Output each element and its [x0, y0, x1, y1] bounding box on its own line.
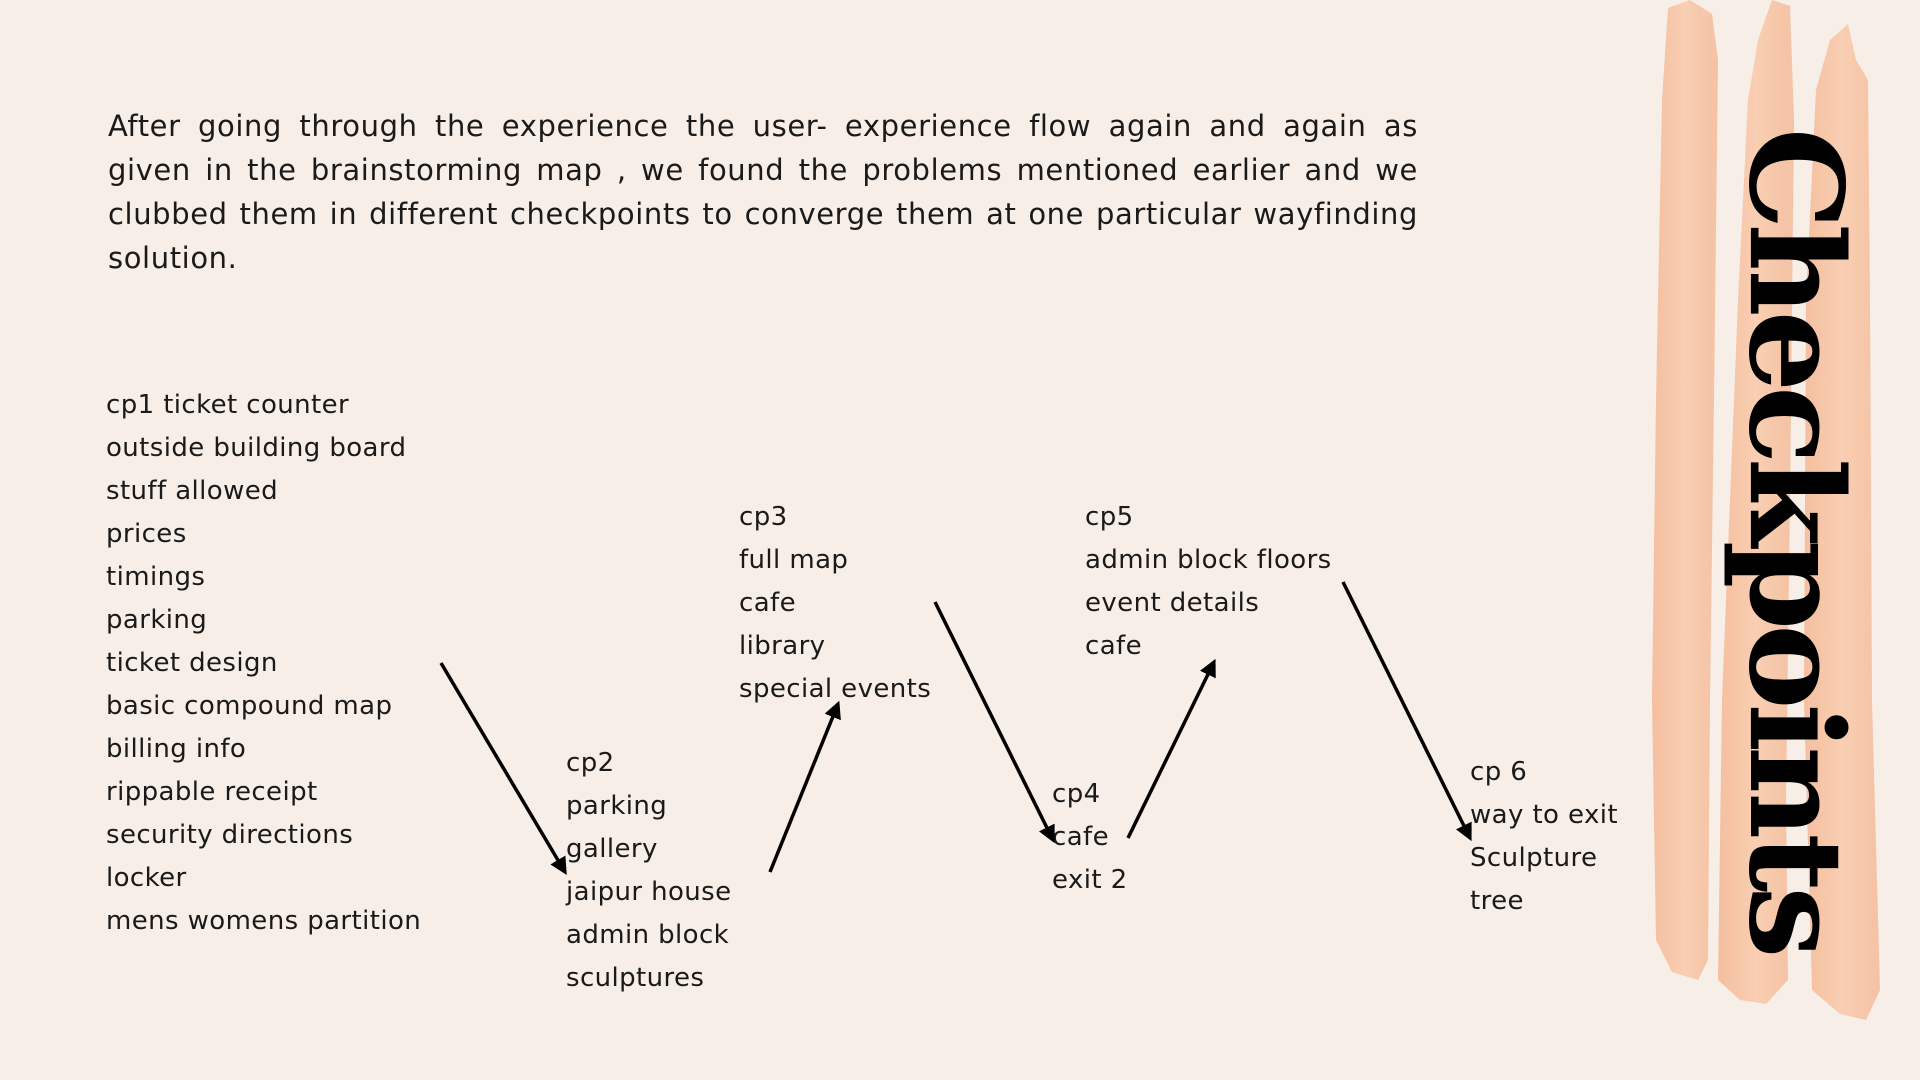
- list-item: way to exit: [1470, 800, 1618, 830]
- list-item: ticket design: [106, 648, 278, 678]
- list-item: parking: [566, 791, 668, 821]
- list-item: special events: [739, 674, 932, 704]
- list-item: library: [739, 631, 826, 661]
- page-title: Checkpoints: [1720, 127, 1870, 953]
- intro-paragraph: After going through the experience the u…: [108, 109, 1418, 275]
- checkpoint-cp3-list: cp3 full map cafe library special events: [739, 496, 931, 711]
- list-item: sculptures: [566, 963, 705, 993]
- list-item: locker: [106, 863, 187, 893]
- checkpoint-cp5-list: cp5 admin block floors event details caf…: [1085, 496, 1332, 668]
- list-item: jaipur house: [566, 877, 732, 907]
- list-item: cp3: [739, 502, 788, 532]
- list-item: cp 6: [1470, 757, 1528, 787]
- list-item: cp5: [1085, 502, 1134, 532]
- list-item: outside building board: [106, 433, 407, 463]
- list-item: mens womens partition: [106, 906, 422, 936]
- list-item: Sculpture: [1470, 843, 1598, 873]
- title-container: Checkpoints: [1720, 128, 1870, 953]
- list-item: full map: [739, 545, 849, 575]
- list-item: admin block: [566, 920, 730, 950]
- checkpoint-cp4-list: cp4 cafe exit 2: [1052, 773, 1128, 902]
- list-item: admin block floors: [1085, 545, 1332, 575]
- list-item: stuff allowed: [106, 476, 279, 506]
- list-item: security directions: [106, 820, 354, 850]
- list-item: gallery: [566, 834, 658, 864]
- checkpoint-cp6-list: cp 6 way to exit Sculpture tree: [1470, 751, 1618, 923]
- list-item: exit 2: [1052, 865, 1128, 895]
- list-item: cp4: [1052, 779, 1101, 809]
- list-item: cafe: [1052, 822, 1109, 852]
- list-item: tree: [1470, 886, 1524, 916]
- list-item: basic compound map: [106, 691, 393, 721]
- list-item: cp2: [566, 748, 615, 778]
- list-item: parking: [106, 605, 208, 635]
- list-item: prices: [106, 519, 187, 549]
- list-item: cp1 ticket counter: [106, 390, 350, 420]
- list-item: billing info: [106, 734, 247, 764]
- list-item: timings: [106, 562, 206, 592]
- checkpoint-cp1-list: cp1 ticket counter outside building boar…: [106, 384, 421, 943]
- list-item: cafe: [739, 588, 796, 618]
- list-item: event details: [1085, 588, 1260, 618]
- list-item: cafe: [1085, 631, 1142, 661]
- checkpoint-cp2-list: cp2 parking gallery jaipur house admin b…: [566, 742, 732, 1000]
- list-item: rippable receipt: [106, 777, 318, 807]
